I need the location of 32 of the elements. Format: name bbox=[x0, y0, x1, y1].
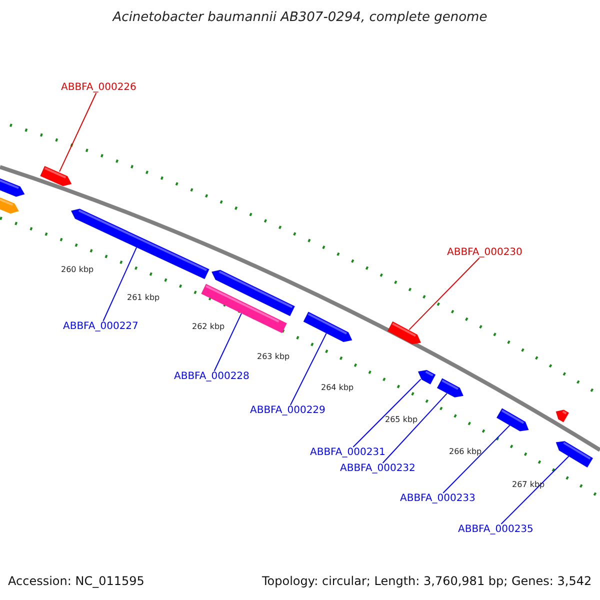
leader-line bbox=[352, 378, 422, 448]
leader-line bbox=[382, 392, 448, 464]
gene-label: ABBFA_000227 bbox=[63, 321, 138, 332]
leader-line bbox=[59, 92, 97, 172]
scale-label: 261 kbp bbox=[127, 293, 160, 302]
gene-label: ABBFA_000235 bbox=[458, 524, 534, 535]
gene-label: ABBFA_000229 bbox=[250, 405, 326, 416]
gene-label: ABBFA_000232 bbox=[340, 463, 416, 474]
gene-block bbox=[386, 320, 424, 348]
gene-label: ABBFA_000231 bbox=[310, 447, 386, 458]
leader-line bbox=[102, 246, 138, 322]
gene-label: ABBFA_000226 bbox=[61, 82, 136, 93]
scale-label: 266 kbp bbox=[449, 447, 482, 456]
gene-label: ABBFA_000230 bbox=[447, 247, 522, 258]
scale-label: 262 kbp bbox=[192, 322, 225, 331]
gene-label: ABBFA_000233 bbox=[400, 493, 476, 504]
scale-label: 265 kbp bbox=[385, 415, 418, 424]
gene-block bbox=[436, 378, 466, 400]
gene-label: ABBFA_000228 bbox=[174, 371, 250, 382]
footer-text: Topology: circular; Length: 3,760,981 bp; Genes: 3,542 bbox=[262, 574, 592, 588]
title: Acinetobacter baumannii AB307-0294, complete genome bbox=[111, 10, 488, 25]
leader-line bbox=[500, 456, 570, 524]
gene-block bbox=[40, 165, 74, 189]
leader-line bbox=[214, 312, 242, 372]
leader-line bbox=[442, 424, 510, 494]
footer-text: Accession: NC_011595 bbox=[8, 574, 144, 588]
scale-label: 264 kbp bbox=[321, 383, 354, 392]
scale-label: 260 kbp bbox=[61, 265, 94, 274]
leader-line bbox=[408, 258, 480, 330]
scale-label: 263 kbp bbox=[257, 352, 290, 361]
leader-line bbox=[290, 332, 327, 406]
gene-block bbox=[303, 311, 355, 345]
